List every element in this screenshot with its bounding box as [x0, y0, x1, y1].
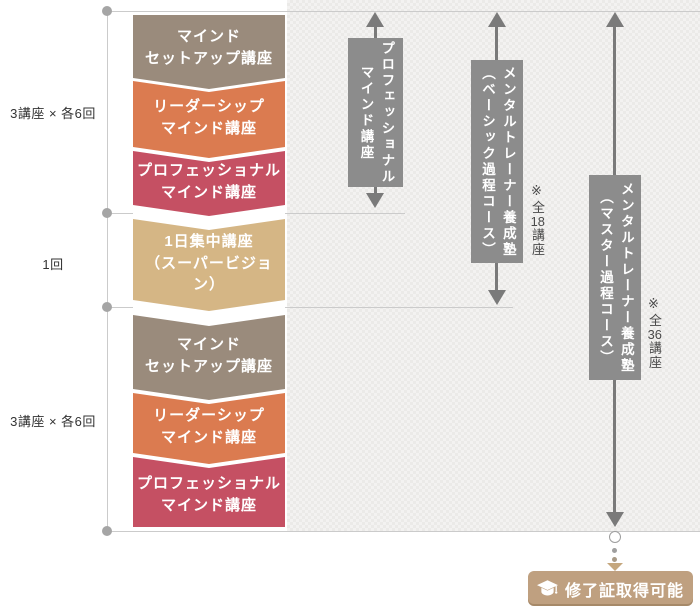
connector-dot: [612, 557, 617, 562]
track-label: （ベーシック過程コース）: [480, 65, 495, 258]
note-text: ※全: [530, 184, 545, 215]
course-label: マインド講座: [160, 429, 257, 446]
connector-dot: [612, 548, 617, 553]
arrow-stem: [495, 261, 498, 292]
note-text: ※全: [647, 297, 662, 328]
left-guide-line: [107, 11, 108, 531]
track-label: マインド講座: [358, 64, 374, 161]
course-label: マインド講座: [160, 184, 257, 201]
guide-marker: [102, 526, 112, 536]
arrow-stem: [374, 25, 377, 40]
track-label: （マスター過程コース）: [598, 189, 613, 366]
note-text: 講座: [647, 341, 662, 370]
course-label: （スーパービジョン）: [145, 254, 273, 294]
track-bar-mental-trainer-basic: メンタルトレーナー養成塾 （ベーシック過程コース）: [471, 60, 523, 263]
divider-line-supervision: [107, 307, 513, 308]
arrow-up-icon: [606, 12, 624, 27]
top-guide-line: [107, 11, 700, 12]
track-label: メンタルトレーナー養成塾: [500, 65, 516, 258]
graduation-cap-icon: [536, 579, 558, 598]
arrow-down-icon: [488, 290, 506, 305]
track-bar-mental-trainer-master: メンタルトレーナー養成塾 （マスター過程コース）: [589, 175, 641, 380]
arrow-stem: [613, 25, 616, 177]
note-total-36-courses: ※全36講座: [645, 297, 664, 392]
course-label: マインド: [176, 336, 241, 354]
course-box-professional: プロフェッショナル マインド講座: [133, 457, 285, 527]
track-bar-professional-mind: プロフェッショナル マインド講座: [348, 38, 403, 187]
arrow-up-icon: [488, 12, 506, 27]
middle-count-label: 1回: [42, 257, 64, 272]
track-label: メンタルトレーナー養成塾: [618, 181, 634, 374]
arrow-stem: [374, 185, 377, 195]
course-label: マインド講座: [160, 120, 257, 137]
course-label: リーダーシップ: [153, 98, 265, 116]
guide-marker: [102, 208, 112, 218]
course-box-mind-setup: マインド セットアップ講座: [133, 15, 285, 89]
course-label: リーダーシップ: [153, 407, 265, 425]
certificate-badge-label: 修了証取得可能: [564, 582, 684, 600]
course-box-leadership: リーダーシップ マインド講座: [133, 393, 285, 464]
course-box-leadership: リーダーシップ マインド講座: [133, 81, 285, 158]
course-label: セットアップ講座: [144, 358, 273, 375]
arrow-stem: [495, 25, 498, 62]
course-box-professional: プロフェッショナル マインド講座: [133, 151, 285, 216]
end-circle-marker: [609, 531, 621, 543]
guide-marker: [102, 302, 112, 312]
course-label: 1日集中講座: [164, 232, 254, 250]
course-label: セットアップ講座: [144, 50, 273, 67]
group1-count-label: 3講座 × 各6回: [10, 106, 96, 121]
guide-marker: [102, 6, 112, 16]
note-total-18-courses: ※全18講座: [528, 184, 547, 279]
course-label: プロフェッショナル: [136, 162, 281, 180]
track-label: プロフェッショナル: [379, 40, 395, 185]
course-label: プロフェッショナル: [136, 474, 281, 492]
note-count: 18: [530, 215, 545, 228]
arrow-down-icon: [366, 193, 384, 208]
certificate-badge: 修了証取得可能: [528, 571, 693, 606]
arrow-up-icon: [366, 12, 384, 27]
course-label: マインド講座: [160, 496, 257, 514]
course-label: マインド: [176, 28, 241, 46]
arrow-stem: [613, 378, 616, 514]
bottom-guide-line: [107, 531, 700, 532]
arrow-down-icon: [606, 512, 624, 527]
course-box-one-day-intensive: 1日集中講座 （スーパービジョン）: [133, 219, 285, 311]
connector-arrow-icon: [607, 563, 623, 571]
course-box-mind-setup: マインド セットアップ講座: [133, 315, 285, 400]
group2-count-label: 3講座 × 各6回: [10, 414, 96, 429]
note-text: 講座: [530, 228, 545, 257]
note-count: 36: [647, 328, 662, 341]
